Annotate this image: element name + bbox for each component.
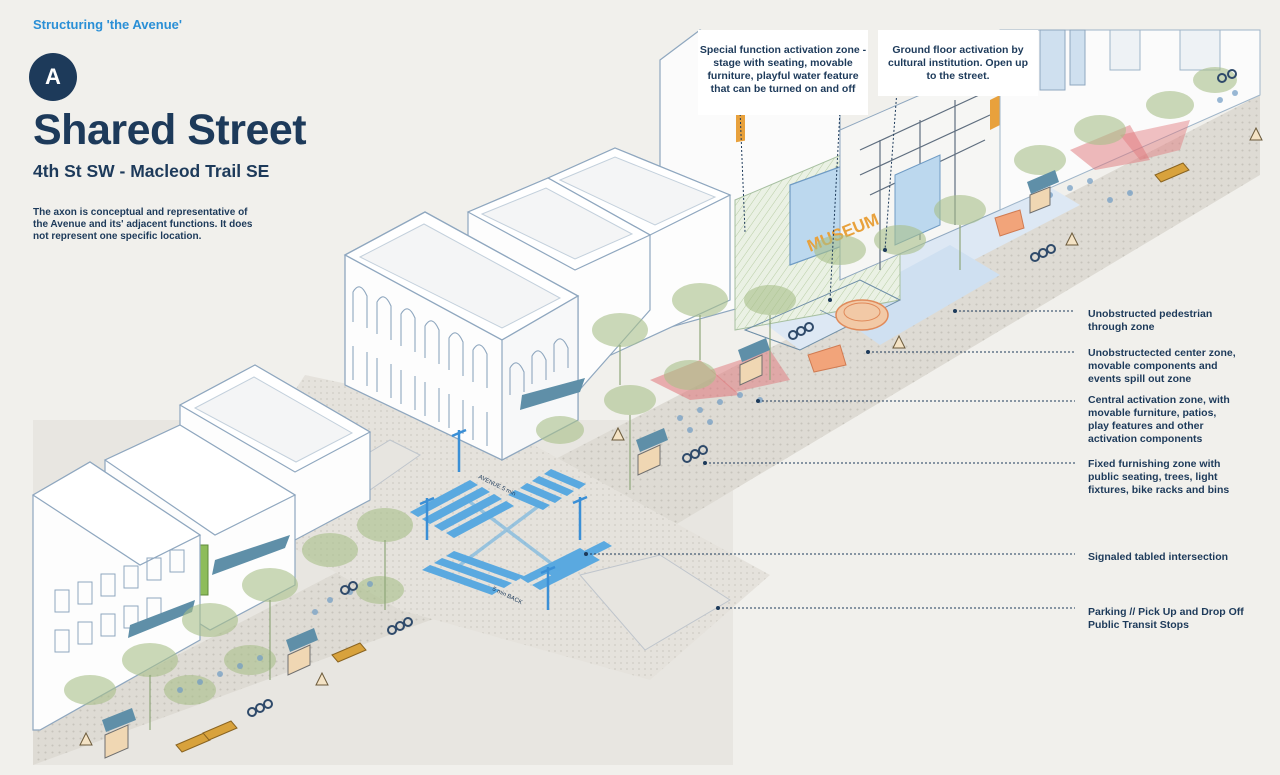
traffic-signals (419, 428, 588, 610)
page-subtitle: 4th St SW - Macleod Trail SE (33, 161, 270, 181)
legend-intersection: Signaled tabled intersection (1088, 551, 1229, 563)
legend-center-zone: Unobstructected center zone, movable com… (1088, 347, 1236, 385)
callout-ground-floor-text: Ground floor activation by cultural inst… (888, 44, 1028, 82)
page-title: Shared Street (33, 106, 307, 154)
legend-pedestrian-zone: Unobstructed pedestrian through zone (1088, 308, 1213, 333)
stage (835, 299, 889, 331)
bike-racks (247, 69, 1237, 717)
benches (175, 162, 1190, 753)
legend-parking: Parking // Pick Up and Drop Off Public T… (1088, 606, 1244, 631)
callout-stage: Special function activation zone - stage… (698, 30, 868, 115)
section-kicker: Structuring 'the Avenue' (33, 17, 182, 32)
patio-furniture (177, 90, 1238, 693)
kiosks (102, 170, 1059, 759)
legend-central-activation-zone: Central activation zone, with movable fu… (1088, 394, 1230, 445)
callout-ground-floor: Ground floor activation by cultural inst… (878, 30, 1038, 96)
section-badge: A (29, 53, 77, 101)
legend-furnishing-zone: Fixed furnishing zone with public seatin… (1088, 458, 1230, 496)
callout-stage-text: Special function activation zone - stage… (699, 44, 867, 95)
intro-text: The axon is conceptual and representativ… (33, 207, 253, 242)
diagonal-crossing (458, 500, 562, 572)
parking-bay (579, 554, 731, 651)
